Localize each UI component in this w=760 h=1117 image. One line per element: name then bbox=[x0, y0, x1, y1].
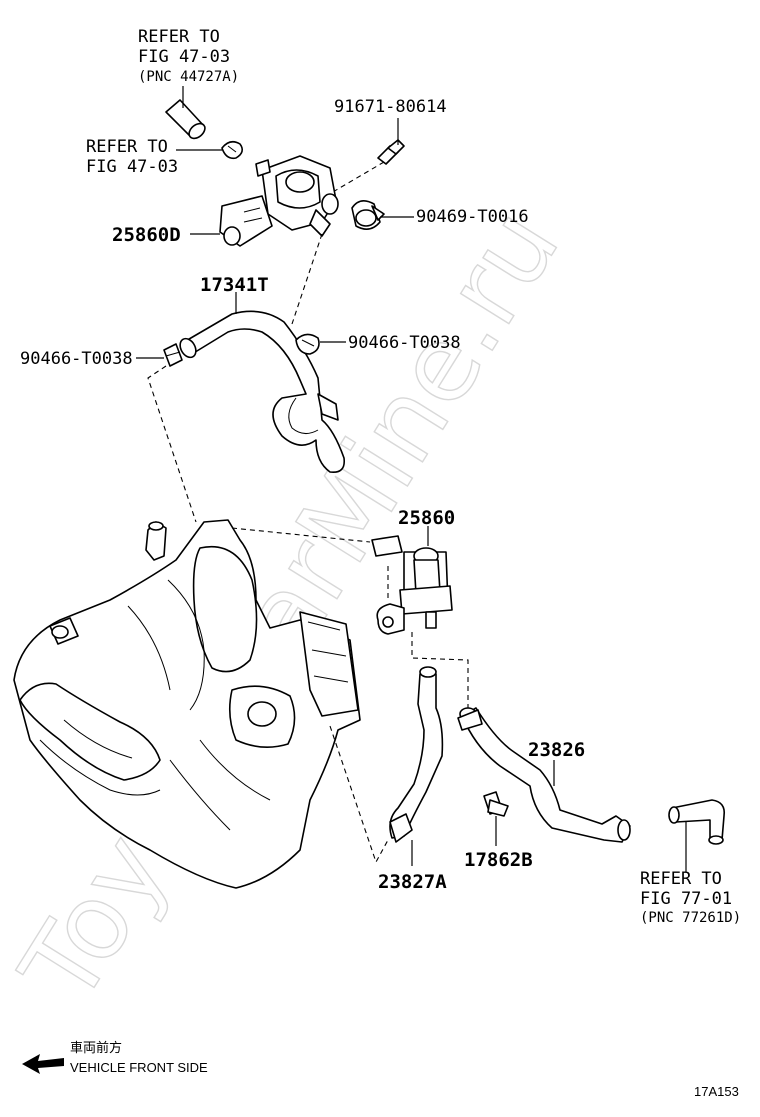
figure-code: 17A153 bbox=[694, 1084, 739, 1099]
direction-label-jp: 車両前方 bbox=[70, 1040, 122, 1055]
intake-housing-icon bbox=[13, 519, 361, 889]
refer-top-line2: FIG 47-03 bbox=[138, 47, 230, 67]
part-90466-left: 90466-T0038 bbox=[20, 349, 133, 369]
clamp-90469-icon bbox=[351, 200, 385, 230]
clip-top-icon bbox=[221, 140, 244, 160]
part-91671-80614: 91671-80614 bbox=[334, 97, 447, 117]
refer-top-line1: REFER TO bbox=[138, 27, 220, 47]
part-17862B: 17862B bbox=[464, 849, 533, 871]
hose-end-bottom-icon bbox=[668, 799, 726, 845]
refer-bottom-line3: (PNC 77261D) bbox=[640, 910, 741, 926]
part-23827A: 23827A bbox=[378, 871, 447, 893]
clamp-left-icon bbox=[163, 343, 183, 367]
arrow-left-icon bbox=[22, 1054, 64, 1074]
refer-top-line3: (PNC 44727A) bbox=[138, 69, 239, 85]
bolt-icon bbox=[377, 139, 405, 165]
direction-label-en: VEHICLE FRONT SIDE bbox=[70, 1060, 208, 1075]
part-90466-right: 90466-T0038 bbox=[348, 333, 461, 353]
refer-mid-line2: FIG 47-03 bbox=[86, 157, 178, 177]
vsv-25860d-icon bbox=[219, 155, 339, 247]
part-23826: 23826 bbox=[528, 739, 585, 761]
watermark: ToyotaCarMine.ru bbox=[0, 188, 583, 1024]
part-90469-T0016: 90469-T0016 bbox=[416, 207, 529, 227]
hose-23826-icon bbox=[457, 707, 631, 843]
vsv-25860-icon bbox=[371, 535, 453, 635]
part-25860D: 25860D bbox=[112, 224, 181, 246]
clamp-right-icon bbox=[295, 333, 320, 355]
hose-end-top-icon bbox=[165, 99, 206, 140]
part-17341T: 17341T bbox=[200, 274, 269, 296]
clip-17862b-icon bbox=[483, 791, 509, 817]
refer-bottom-line1: REFER TO bbox=[640, 869, 722, 889]
hose-23827a-icon bbox=[389, 666, 444, 843]
refer-bottom-line2: FIG 77-01 bbox=[640, 889, 732, 909]
refer-mid-line1: REFER TO bbox=[86, 137, 168, 157]
part-25860: 25860 bbox=[398, 507, 455, 529]
hose-17341t-icon bbox=[179, 310, 346, 474]
